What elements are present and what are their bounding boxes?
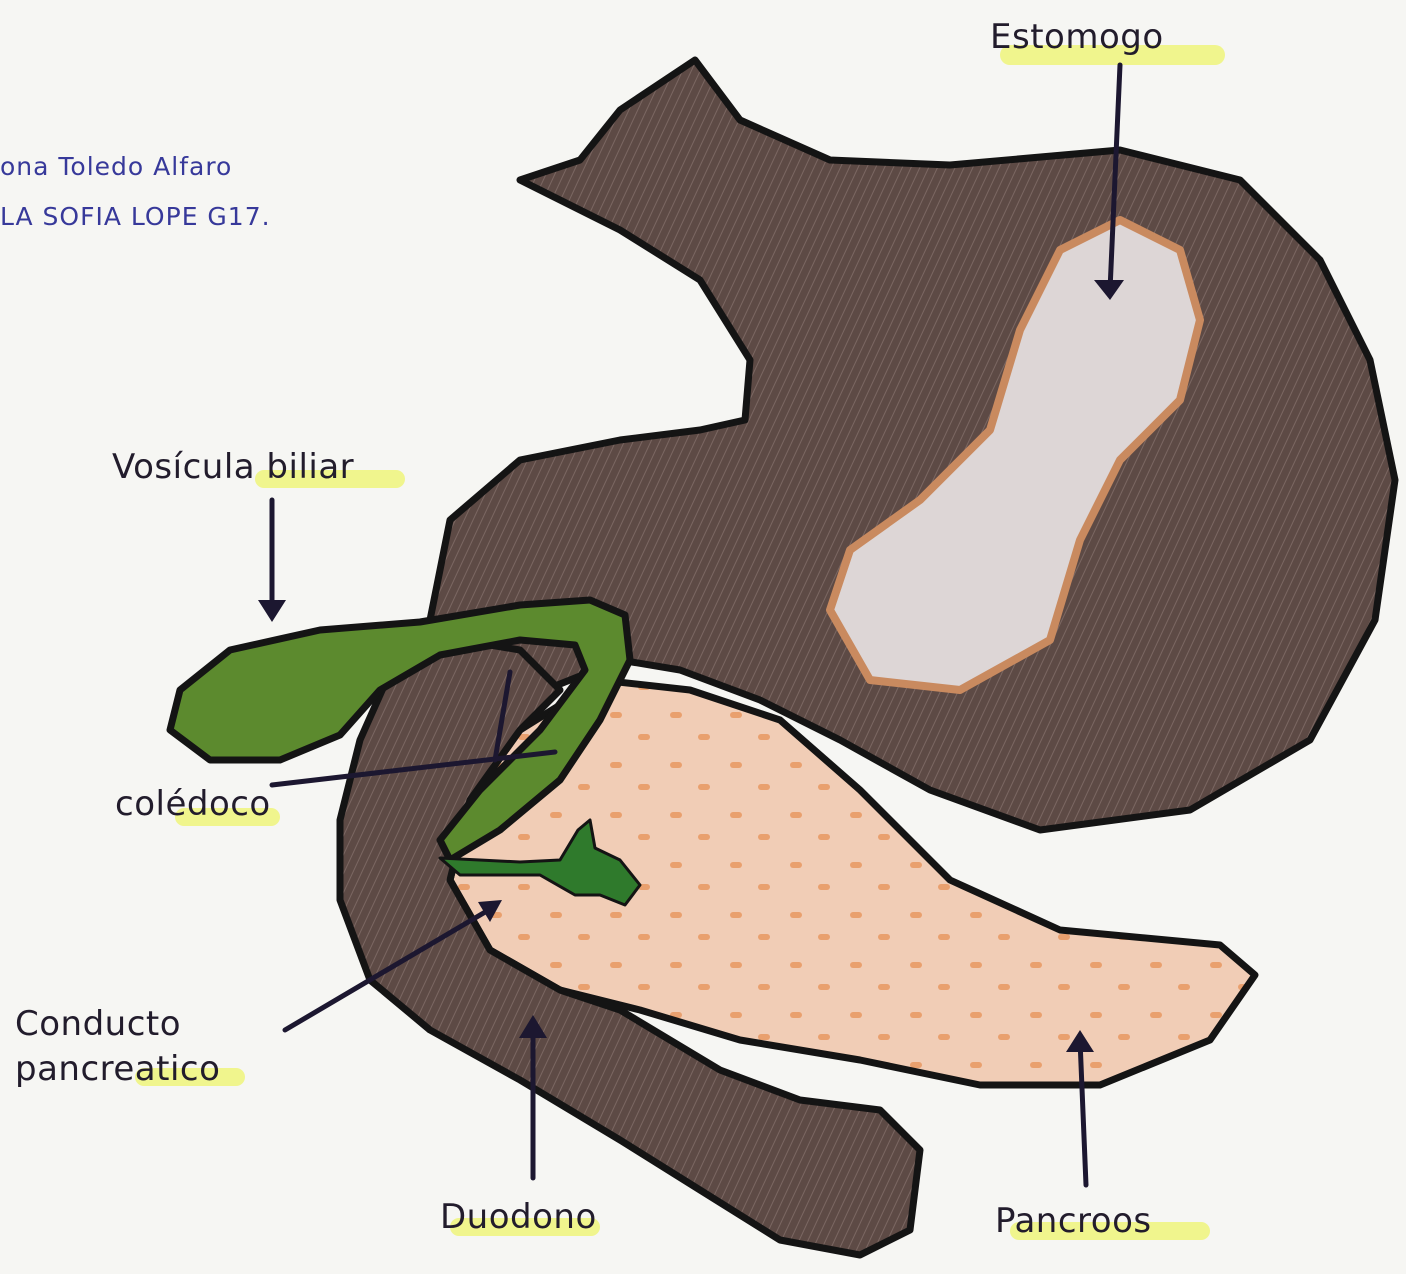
pancreatic-duct-label-line2: pancreatico (15, 1049, 220, 1089)
gallbladder-arrow (258, 500, 286, 622)
bile-duct-label: colédoco (115, 784, 271, 824)
gallbladder-label: Vosícula biliar (112, 447, 354, 487)
pancreas-label: Pancroos (995, 1201, 1152, 1241)
stomach-label: Estomogo (990, 17, 1164, 57)
author-line-2: LA SOFIA LOPE G17. (0, 202, 271, 231)
pancreatic-duct-label-line1: Conducto (15, 1004, 181, 1044)
author-line-1: ona Toledo Alfaro (0, 152, 232, 181)
duodenum-label: Duodono (440, 1197, 597, 1237)
